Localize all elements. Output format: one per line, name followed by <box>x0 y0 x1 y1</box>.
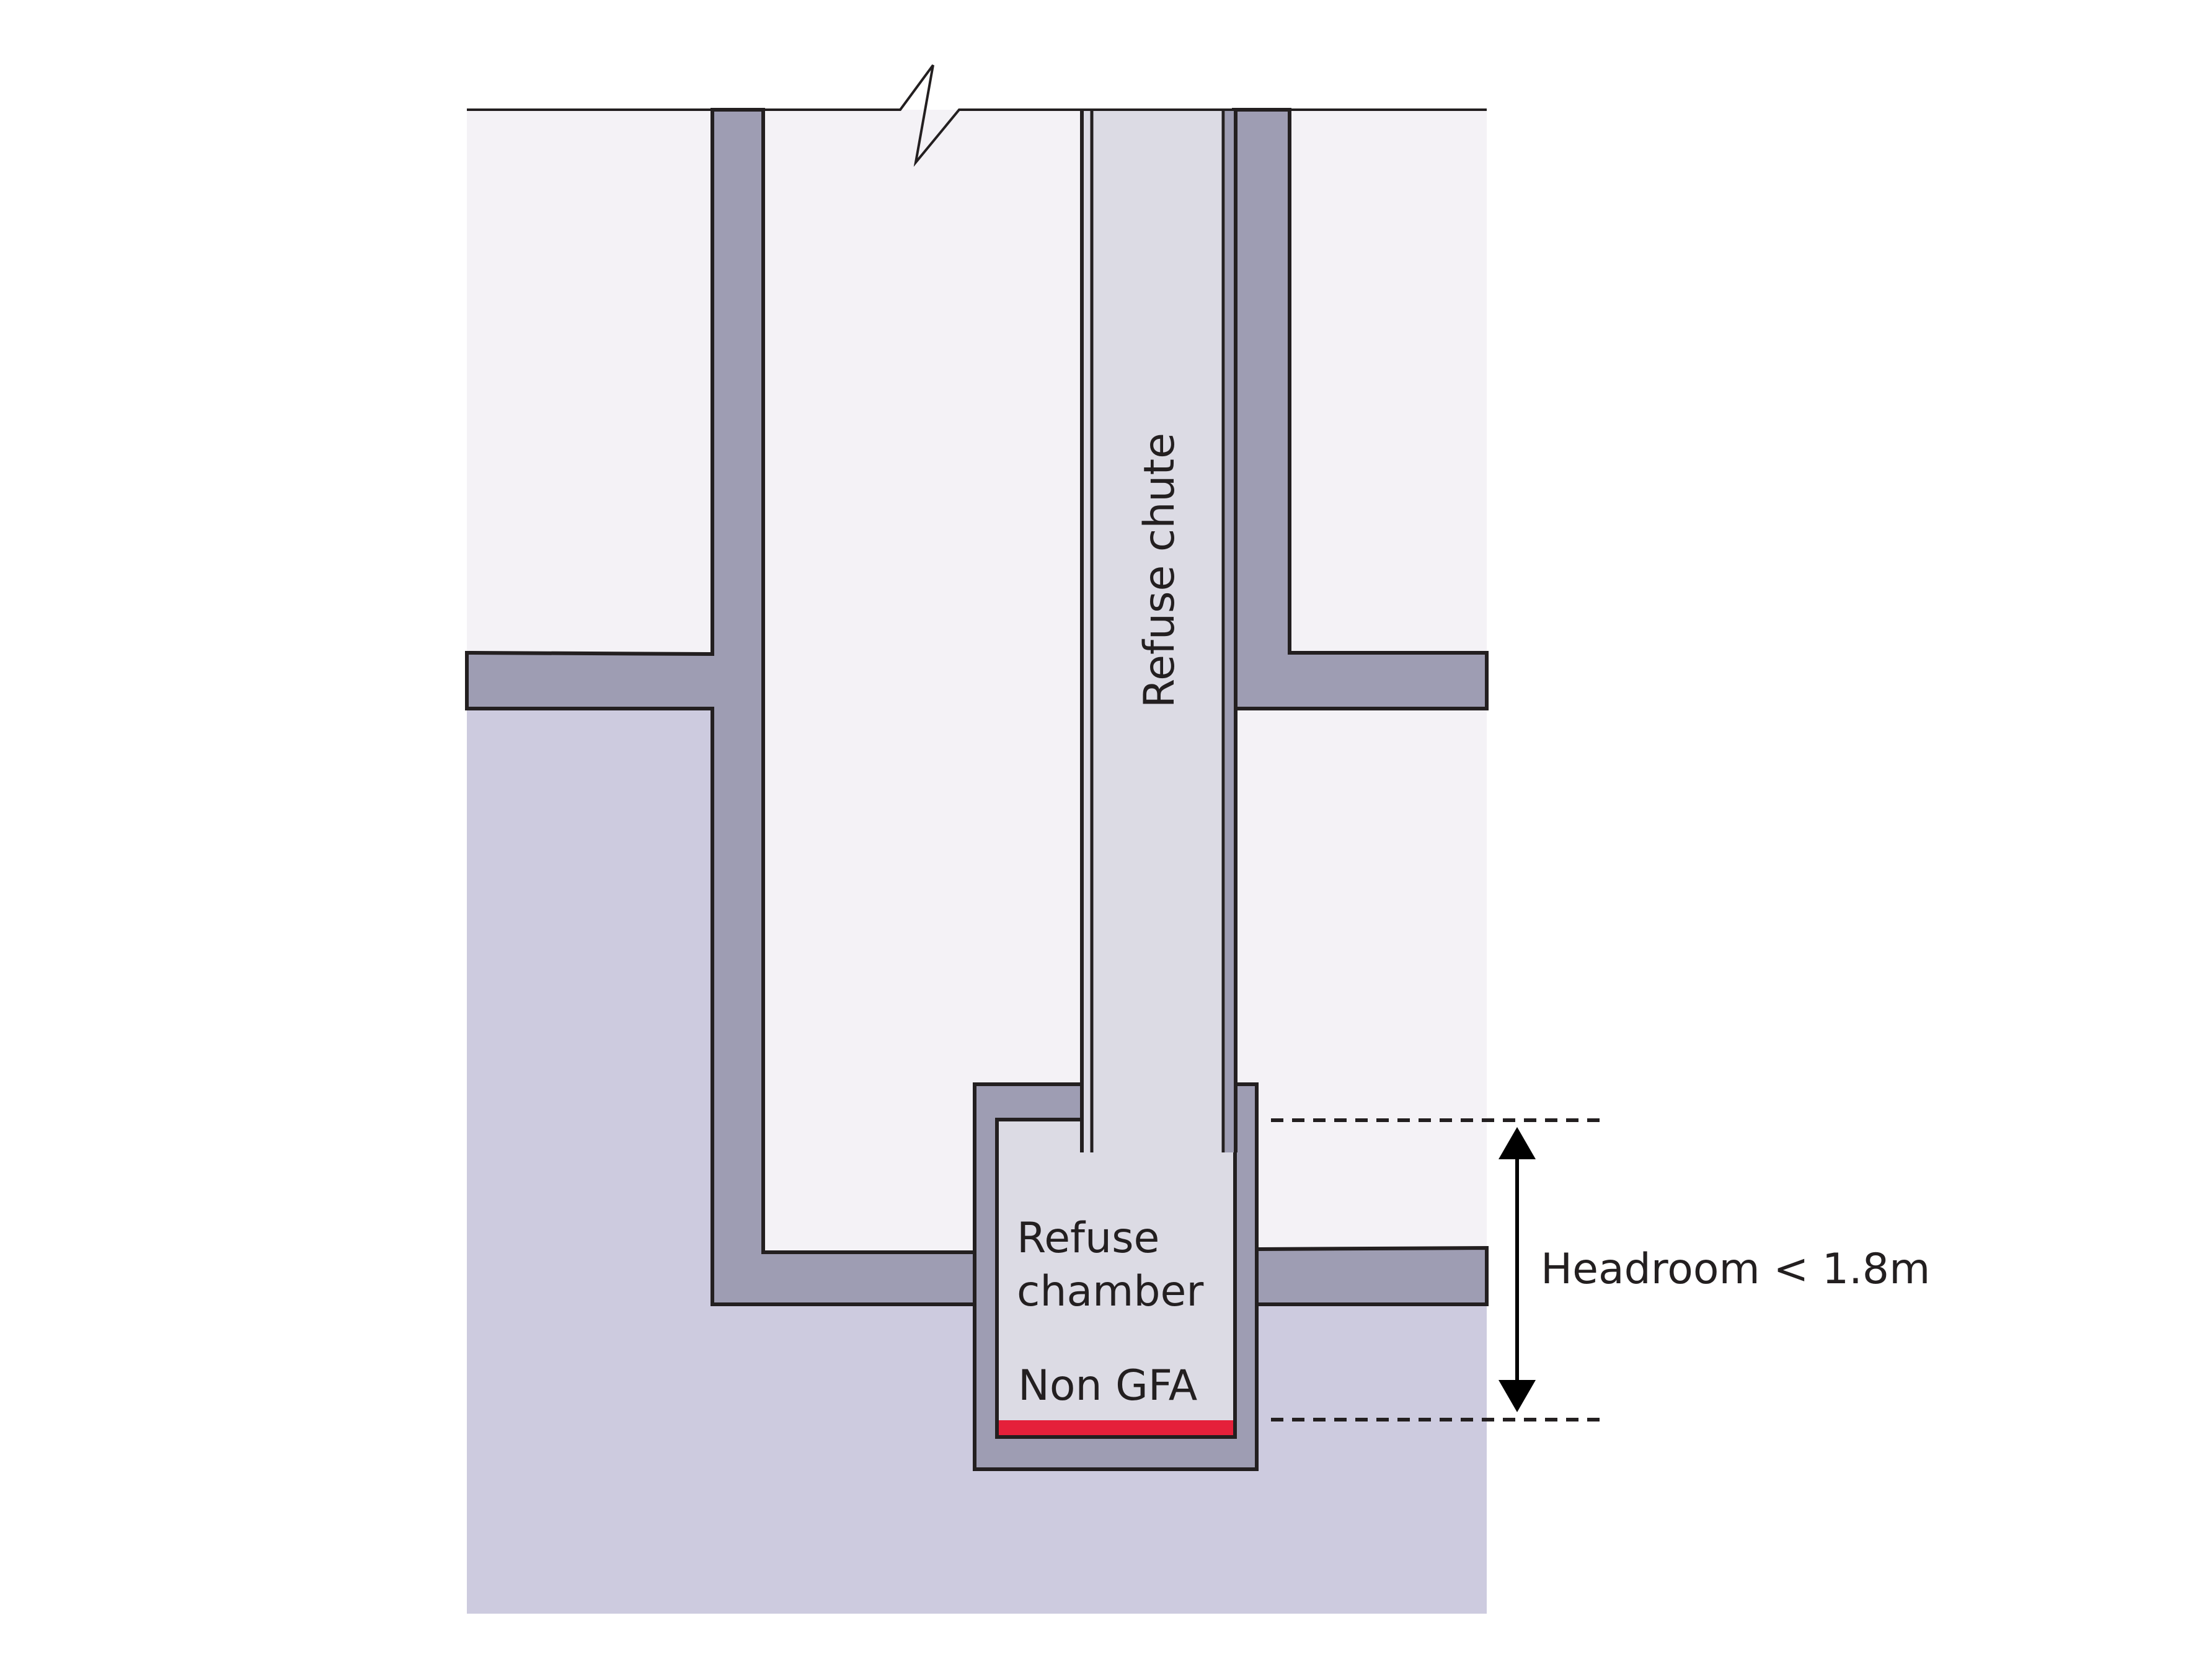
refuse-chute-label: Refuse chute <box>1135 433 1184 708</box>
chute-right-wall-strip <box>1225 110 1234 1152</box>
refuse-chamber-label-line2: chamber <box>1017 1267 1203 1316</box>
top-break-line <box>467 64 1487 167</box>
refuse-chute <box>1082 110 1226 1152</box>
upper-left-room <box>467 110 712 653</box>
left-wall-section <box>465 108 976 1306</box>
headroom-label: Headroom < 1.8m <box>1541 1245 1930 1294</box>
upper-right-room <box>1290 110 1487 653</box>
headroom-arrow-head-down <box>1499 1380 1536 1412</box>
non-gfa-label: Non GFA <box>1018 1361 1197 1410</box>
right-floor-slab <box>1254 1245 1489 1306</box>
lower-right-room <box>1234 709 1487 1252</box>
refuse-chamber-label-line1: Refuse <box>1017 1214 1159 1263</box>
headroom-arrow-head-up <box>1499 1127 1536 1159</box>
non-gfa-marker <box>999 1420 1233 1435</box>
